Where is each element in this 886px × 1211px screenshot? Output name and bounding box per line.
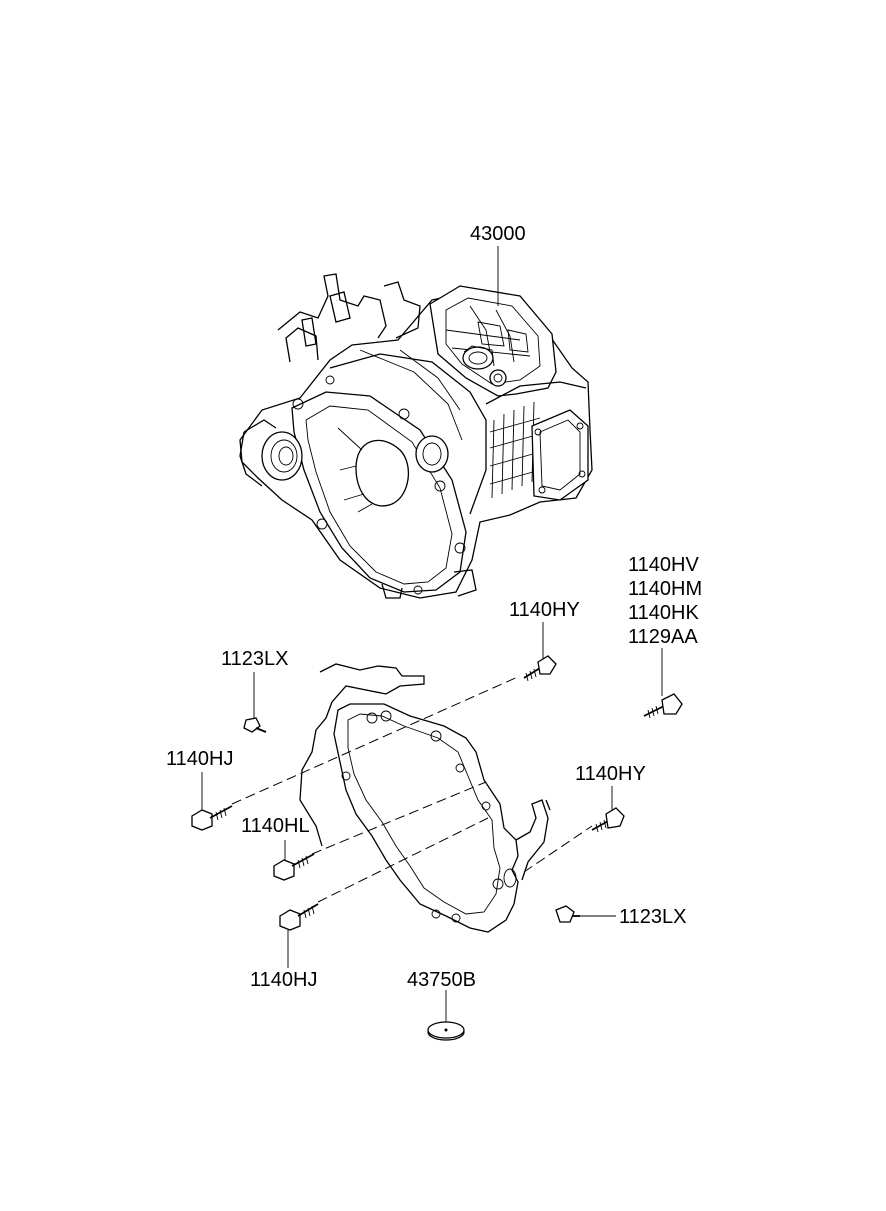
bolt-1123lx-right-icon xyxy=(555,905,580,923)
bolt-1140hy-right-icon xyxy=(591,807,625,833)
label-1123lx-right: 1123LX xyxy=(619,906,686,928)
cap-43750b-icon xyxy=(427,1021,465,1041)
bolt-1140hj-upper-icon xyxy=(191,805,233,831)
label-1140hv: 1140HV xyxy=(628,554,699,576)
bolt-1140hv-group-icon xyxy=(643,693,683,719)
label-1140hy-right: 1140HY xyxy=(575,763,646,785)
label-1129aa: 1129AA xyxy=(628,626,698,648)
part-labels: 43000 1140HY 1140HV 1140HM 1140HK 1129AA… xyxy=(166,223,702,991)
bolt-1140hy-top-icon xyxy=(523,655,557,682)
label-43000: 43000 xyxy=(470,223,526,245)
bolt-1123lx-left-icon xyxy=(243,717,267,733)
label-1140hk: 1140HK xyxy=(628,602,699,624)
label-1140hj-upper: 1140HJ xyxy=(166,748,233,770)
alignment-lines xyxy=(231,675,593,903)
label-1140hy-top: 1140HY xyxy=(509,599,580,621)
case-cover-drawing xyxy=(299,663,551,933)
leader-lines xyxy=(201,246,663,1024)
label-1140hj-lower: 1140HJ xyxy=(250,969,317,991)
transaxle-assembly-drawing xyxy=(239,273,593,599)
bolt-1140hl-icon xyxy=(273,853,315,881)
label-1123lx-left: 1123LX xyxy=(221,648,288,670)
label-1140hl: 1140HL xyxy=(241,815,310,837)
label-1140hm: 1140HM xyxy=(628,578,702,600)
label-43750b: 43750B xyxy=(407,969,476,991)
bolt-1140hj-lower-icon xyxy=(279,903,319,931)
